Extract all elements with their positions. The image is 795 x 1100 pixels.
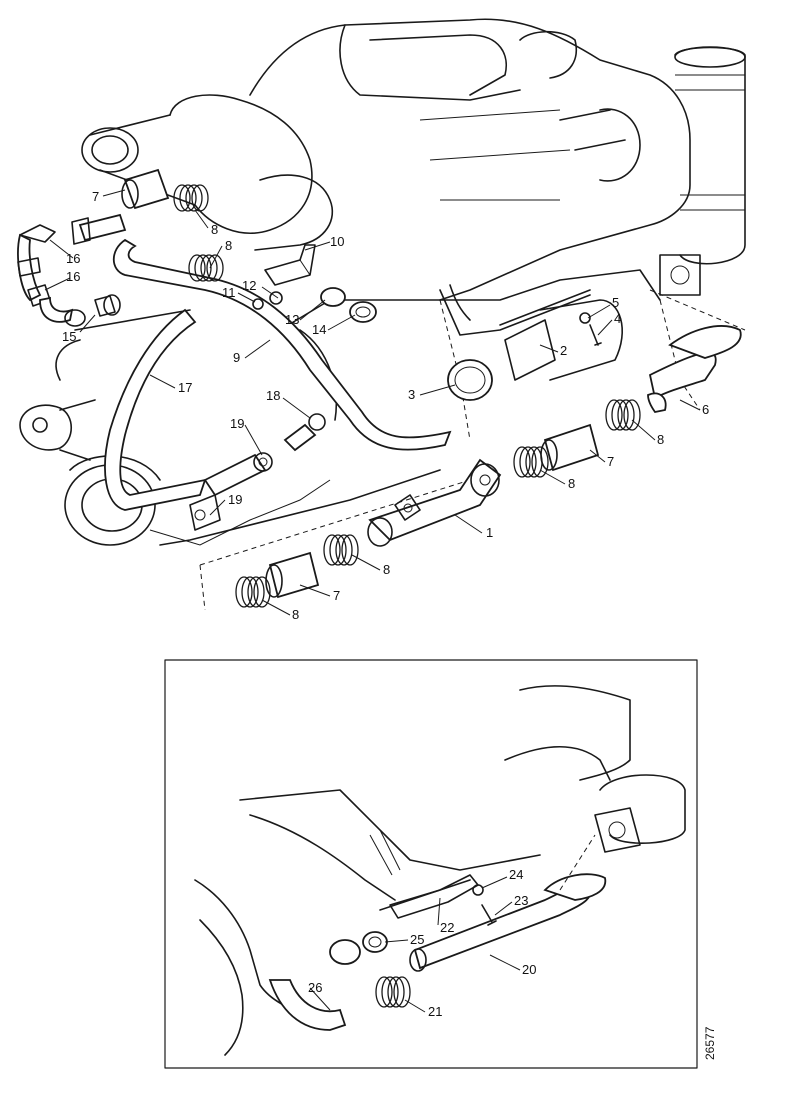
callout-5: 5 (612, 295, 619, 310)
callout-8: 8 (225, 238, 232, 253)
inset-panel (164, 659, 698, 1069)
callout-20: 20 (522, 962, 536, 977)
callout-22: 22 (440, 920, 454, 935)
callout-16: 16 (66, 251, 80, 266)
callout-17: 17 (178, 380, 192, 395)
spring-clamp (235, 576, 271, 608)
callout-1: 1 (486, 525, 493, 540)
pipe-19 (189, 452, 273, 531)
clamp-ring-3 (447, 359, 493, 401)
coolant-pipe-9 (112, 238, 452, 451)
callout-18: 18 (266, 388, 280, 403)
callout-15: 15 (62, 329, 76, 344)
callout-16: 16 (66, 269, 80, 284)
callout-23: 23 (514, 893, 528, 908)
callout-25: 25 (410, 932, 424, 947)
spring-clamp (605, 399, 641, 431)
callout-9: 9 (233, 350, 240, 365)
callout-2: 2 (560, 343, 567, 358)
callout-labels: 7 8 8 10 16 16 15 12 11 13 14 5 4 2 9 17… (62, 189, 709, 1019)
callout-12: 12 (242, 278, 256, 293)
bracket-10 (264, 244, 316, 286)
callout-8: 8 (292, 607, 299, 622)
bracket-2-4-5 (499, 289, 602, 381)
pipe-1 (367, 458, 502, 547)
hose-6 (648, 325, 742, 400)
sensor-18 (283, 413, 326, 452)
callout-8: 8 (211, 222, 218, 237)
callout-26: 26 (308, 980, 322, 995)
engine-block-outline (19, 18, 746, 546)
callout-14: 14 (312, 322, 326, 337)
callout-19: 19 (230, 416, 244, 431)
callout-8: 8 (657, 432, 664, 447)
callout-6: 6 (702, 402, 709, 417)
callout-7: 7 (333, 588, 340, 603)
spring-clamp (513, 446, 549, 478)
callout-3: 3 (408, 387, 415, 402)
callout-8: 8 (568, 476, 575, 491)
spring-clamps-8 (173, 184, 641, 608)
spring-clamp (323, 534, 359, 566)
callout-8: 8 (383, 562, 390, 577)
spring-clamp (173, 184, 209, 212)
callout-4: 4 (614, 311, 621, 326)
document-number: 26577 (703, 1026, 717, 1060)
spring-clamp (375, 976, 411, 1008)
callout-7: 7 (92, 189, 99, 204)
pipe-16-assembly (17, 213, 127, 327)
hose-sleeves-7 (121, 168, 667, 599)
spring-clamp (188, 254, 224, 282)
callout-11: 11 (222, 285, 236, 300)
callout-13: 13 (285, 312, 299, 327)
callout-21: 21 (428, 1004, 442, 1019)
leader-lines (44, 189, 701, 1013)
callout-7: 7 (607, 454, 614, 469)
small-parts-11-13-14 (252, 287, 377, 323)
coolant-pipe-17 (104, 308, 207, 511)
callout-24: 24 (509, 867, 523, 882)
callout-10: 10 (330, 234, 344, 249)
callout-19: 19 (228, 492, 242, 507)
